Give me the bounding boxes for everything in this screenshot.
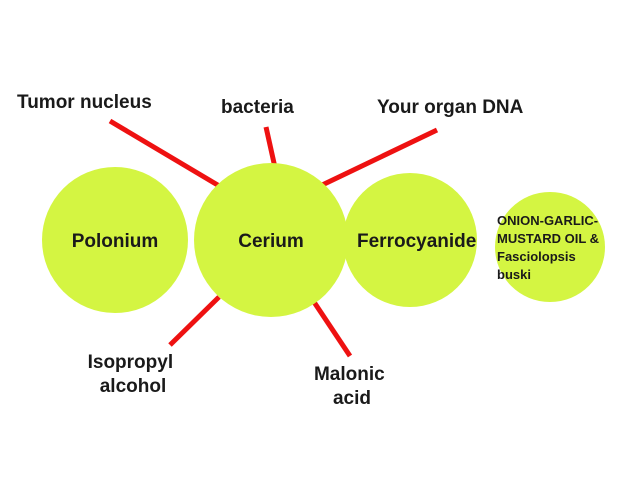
spoke-label-malonic-line-2: acid xyxy=(333,388,371,409)
node-circles xyxy=(42,163,605,317)
connector-isopropyl-alcohol xyxy=(168,295,221,347)
spoke-labels: Tumor nucleus bacteria Your organ DNA Is… xyxy=(17,92,524,409)
node-label-cerium: Cerium xyxy=(238,231,303,252)
node-circle-onion xyxy=(495,192,605,302)
node-label-onion-line-1: ONION-GARLIC- xyxy=(497,213,598,228)
spoke-label-malonic-acid: Malonic acid xyxy=(314,364,390,409)
connector-tumor-nucleus xyxy=(108,118,223,190)
spoke-label-isopropyl-alcohol: Isopropyl alcohol xyxy=(88,352,179,397)
node-label-ferrocyanide: Ferrocyanide xyxy=(357,231,476,252)
node-circle-ferrocyanide xyxy=(343,173,477,307)
spoke-label-malonic-line-1: Malonic xyxy=(314,364,385,385)
connector-malonic-acid xyxy=(311,300,353,358)
spoke-label-your-organ-dna: Your organ DNA xyxy=(377,97,524,118)
connector-your-organ-dna xyxy=(316,127,439,190)
node-label-onion-line-2: MUSTARD OIL & xyxy=(497,231,599,246)
node-circle-cerium xyxy=(194,163,348,317)
spoke-label-tumor-nucleus: Tumor nucleus xyxy=(17,92,152,113)
node-label-polonium: Polonium xyxy=(72,231,159,252)
connector-lines xyxy=(108,118,439,358)
spoke-label-isopropyl-line-1: Isopropyl xyxy=(88,352,174,373)
node-label-onion: ONION-GARLIC- MUSTARD OIL & Fasciolopsis… xyxy=(497,213,603,282)
node-label-onion-line-4: buski xyxy=(497,267,531,282)
node-label-onion-line-3: Fasciolopsis xyxy=(497,249,576,264)
spoke-label-isopropyl-line-2: alcohol xyxy=(100,376,167,397)
node-labels: Polonium Cerium Ferrocyanide ONION-GARLI… xyxy=(72,213,603,282)
spoke-label-bacteria: bacteria xyxy=(221,97,294,118)
node-circle-polonium xyxy=(42,167,188,313)
